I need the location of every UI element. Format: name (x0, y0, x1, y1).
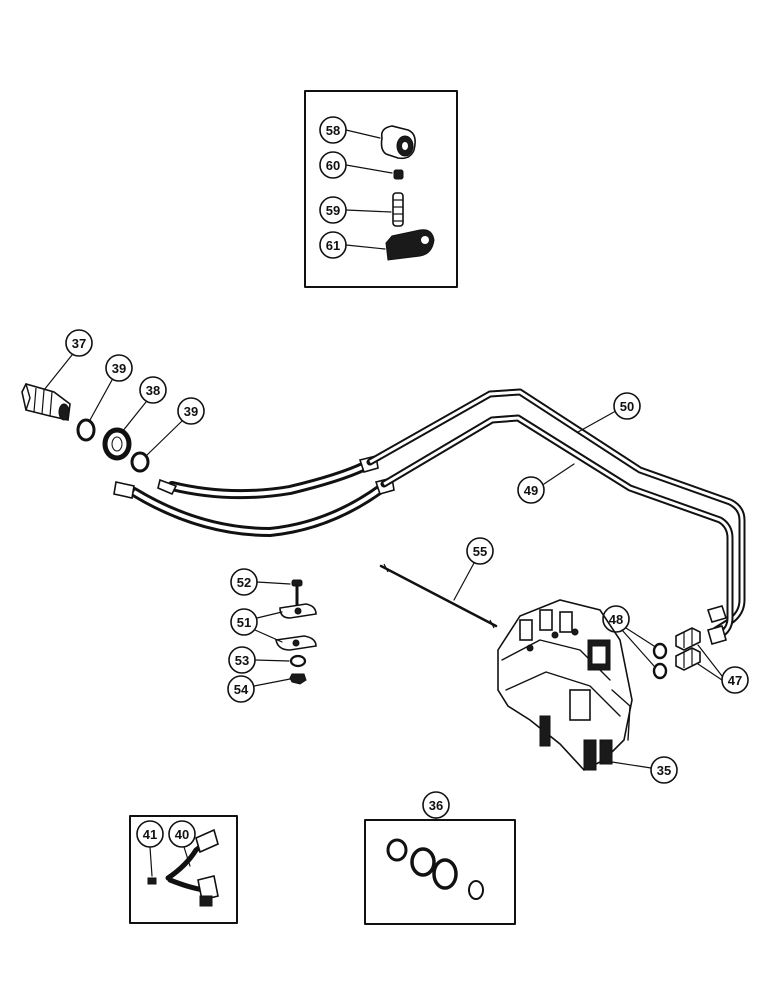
control-valve-35 (497, 599, 633, 771)
backup-ring-38 (102, 427, 132, 461)
callout-39a: 39 (89, 354, 133, 421)
callout-50: 50 (577, 392, 641, 433)
svg-text:38: 38 (146, 383, 160, 398)
coupler-sleeve-icon (380, 125, 416, 160)
callout-60: 60 (319, 151, 393, 179)
callout-61: 61 (319, 231, 386, 259)
o-ring-48-lower (652, 662, 668, 680)
clamp-51-lower (275, 635, 317, 651)
svg-text:47: 47 (728, 673, 742, 688)
ball-icon (393, 169, 404, 180)
quick-coupler-37 (21, 383, 71, 421)
callout-49: 49 (517, 463, 575, 504)
tube-nut-upper (706, 605, 728, 623)
svg-text:61: 61 (326, 238, 340, 253)
hose-lower (113, 477, 395, 537)
o-ring-39b (130, 451, 150, 473)
fitting-47-upper (675, 627, 701, 651)
clamp-51-upper (279, 603, 317, 619)
callout-38: 38 (121, 376, 167, 433)
nut-54 (289, 673, 307, 685)
svg-text:52: 52 (237, 575, 251, 590)
callout-59: 59 (319, 196, 392, 224)
fitting-47-lower (675, 647, 701, 671)
callout-48: 48 (602, 605, 655, 667)
callout-54: 54 (227, 675, 291, 703)
washer-53 (289, 654, 307, 668)
svg-text:48: 48 (609, 612, 623, 627)
spring-icon (392, 192, 404, 227)
latch-plate-icon (385, 229, 435, 261)
callout-55: 55 (453, 537, 494, 601)
pin-41 (147, 877, 157, 885)
callout-35: 35 (611, 756, 678, 784)
svg-text:50: 50 (620, 399, 634, 414)
lever-40 (165, 828, 219, 907)
callout-40: 40 (168, 820, 196, 867)
coupler-detail-inset: 58 60 59 61 (304, 90, 458, 288)
tube-50 (366, 388, 746, 634)
svg-text:58: 58 (326, 123, 340, 138)
svg-text:60: 60 (326, 158, 340, 173)
svg-text:41: 41 (143, 827, 157, 842)
hose-upper (157, 455, 379, 500)
callout-58: 58 (319, 116, 381, 144)
svg-text:35: 35 (657, 763, 671, 778)
callout-39b: 39 (145, 397, 205, 457)
o-ring-48-upper (652, 642, 668, 660)
seal-kit-inset (364, 819, 516, 925)
callout-36: 36 (422, 791, 450, 821)
o-ring-39a (76, 418, 96, 442)
svg-text:53: 53 (235, 653, 249, 668)
callout-52: 52 (230, 568, 291, 596)
svg-text:54: 54 (234, 682, 249, 697)
svg-text:39: 39 (184, 404, 198, 419)
tube-nut-lower (707, 625, 727, 645)
tube-49 (380, 414, 734, 642)
callout-37: 37 (43, 329, 93, 391)
svg-text:39: 39 (112, 361, 126, 376)
svg-text:37: 37 (72, 336, 86, 351)
callout-47: 47 (697, 644, 749, 694)
svg-text:36: 36 (429, 798, 443, 813)
tie-rod-55 (379, 563, 498, 629)
lever-inset: 41 40 (129, 815, 238, 924)
svg-text:51: 51 (237, 615, 251, 630)
callout-53: 53 (228, 646, 290, 674)
svg-text:40: 40 (175, 827, 189, 842)
callout-51: 51 (230, 608, 283, 643)
callout-41: 41 (136, 820, 164, 877)
svg-text:49: 49 (524, 483, 538, 498)
bolt-52 (291, 579, 303, 608)
svg-text:55: 55 (473, 544, 487, 559)
svg-text:59: 59 (326, 203, 340, 218)
